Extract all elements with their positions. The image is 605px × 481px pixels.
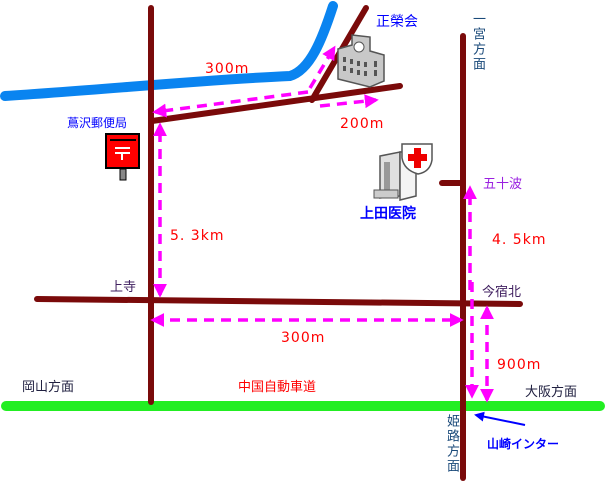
roads — [34, 5, 523, 481]
label-hospital: 上田医院 — [360, 206, 416, 222]
route-shoeikai — [319, 94, 379, 109]
label-himeji-direction: 姫路方面 — [444, 414, 459, 474]
hospital-icon — [373, 143, 433, 201]
label-ichinomiya-direction: 一宮方面 — [470, 12, 485, 72]
post-box-icon — [105, 133, 140, 181]
distance-to-shoeikai: 200m — [340, 116, 385, 132]
label-isoba: 五十波 — [483, 177, 523, 192]
label-shoeikai: 正榮会 — [376, 14, 418, 30]
route-up-diagonal — [308, 45, 336, 89]
distance-to-interchange: 900m — [497, 357, 542, 373]
distance-river-route: 300m — [205, 61, 250, 77]
distance-bottom-horizontal: 300m — [281, 330, 326, 346]
river — [0, 1, 338, 101]
label-osaka-direction: 大阪方面 — [525, 385, 578, 400]
interchange-arrow — [474, 411, 526, 426]
shoeikai-building-icon — [337, 34, 385, 88]
label-imajuku-kita: 今宿北 — [482, 285, 522, 300]
label-interchange: 山崎インター — [487, 437, 560, 451]
label-kamidera: 上寺 — [110, 280, 137, 295]
routes — [150, 45, 494, 403]
route-river — [152, 90, 309, 118]
label-post-office: 蔦沢郵便局 — [67, 116, 128, 130]
road-diagonal — [149, 83, 403, 124]
label-expressway: 中国自動車道 — [238, 380, 317, 395]
distance-right-vertical: 4. 5km — [492, 232, 547, 248]
road-kamidera-horizontal — [34, 296, 523, 307]
distance-left-vertical: 5. 3km — [170, 228, 225, 244]
label-okayama-direction: 岡山方面 — [22, 380, 75, 395]
